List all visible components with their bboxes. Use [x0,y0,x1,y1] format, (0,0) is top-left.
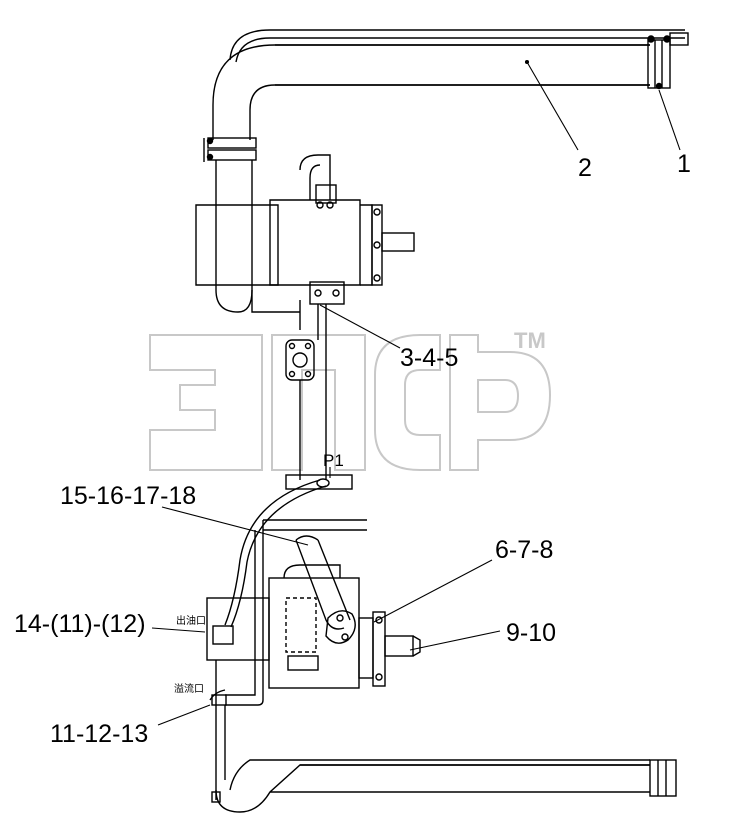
callout-part-15-16-17-18: 15-16-17-18 [60,482,196,510]
pressure-hose [224,478,367,706]
watermark-tm: TM [514,328,546,353]
watermark-logo [149,334,552,471]
callout-part-3-4-5: 3-4-5 [400,344,458,372]
top-hose [203,29,689,313]
callout-part-2: 2 [578,154,592,182]
outlet-port-label: 出油口 [176,614,206,627]
callout-port-p1: P1 [323,451,344,470]
callout-part-6-7-8: 6-7-8 [495,536,553,564]
lower-pump [206,564,421,689]
callout-part-11-12-13: 11-12-13 [50,720,148,748]
callout-part-1: 1 [677,150,691,178]
overflow-port-label: 溢流口 [174,682,204,695]
leader-lines [151,59,681,726]
callout-part-9-10: 9-10 [506,619,556,647]
bottom-hose [209,660,677,813]
callout-part-14-11-12: 14-(11)-(12) [14,610,146,638]
upper-pump [195,154,415,490]
